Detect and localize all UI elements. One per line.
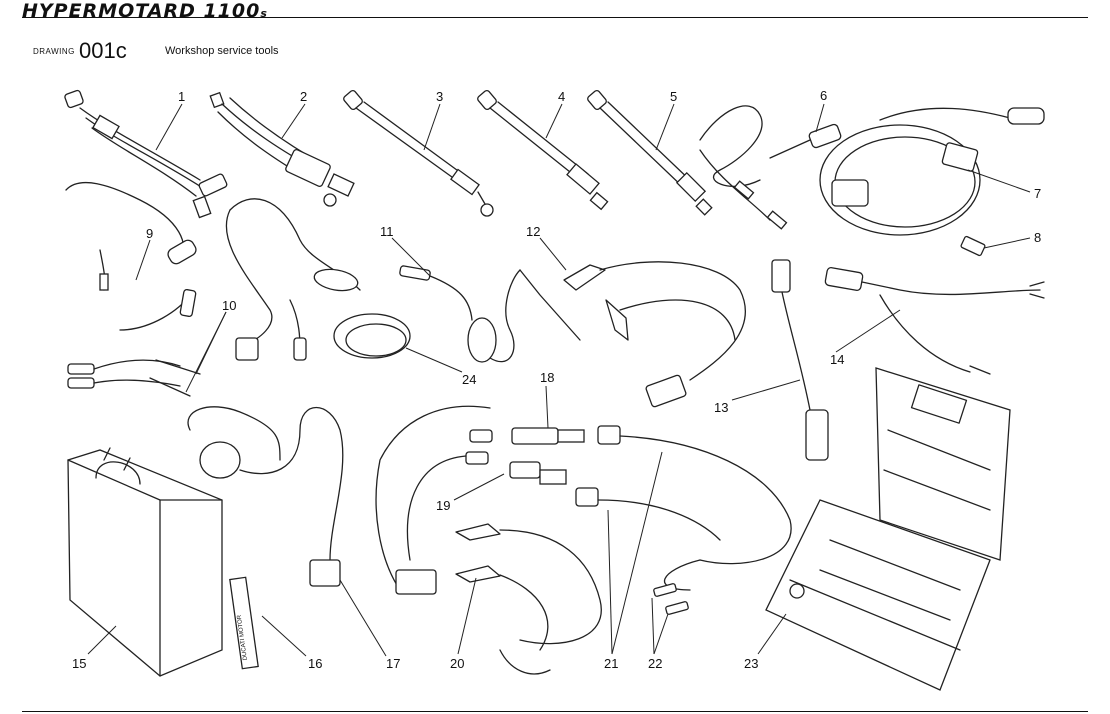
callout-24: 24 (462, 372, 476, 387)
tool-3-probe (343, 89, 494, 217)
brand-suffix: s (260, 7, 268, 20)
callout-numbers: 1 2 3 4 5 6 7 8 9 10 11 12 13 14 15 16 1… (72, 88, 1041, 671)
callout-20: 20 (450, 656, 464, 671)
brand-logo: HYPERMOTARD 1100s (22, 0, 268, 22)
callout-14: 14 (830, 352, 844, 367)
tool-17-cable (187, 406, 344, 587)
callout-6: 6 (820, 88, 827, 103)
callout-1: 1 (178, 89, 185, 104)
callout-7: 7 (1034, 186, 1041, 201)
callout-23: 23 (744, 656, 758, 671)
tool-10-clip-leads (67, 359, 201, 397)
top-rule (22, 17, 1088, 18)
callout-5: 5 (670, 89, 677, 104)
tool-21-cable (575, 425, 792, 591)
tool-15-carry-case (67, 447, 223, 677)
tool-2-adapter-cable (209, 91, 355, 207)
drawing-label: DRAWING (33, 47, 75, 56)
callout-4: 4 (558, 89, 565, 104)
callout-21: 21 (604, 656, 618, 671)
tool-9-lead (65, 182, 197, 331)
callout-22: 22 (648, 656, 662, 671)
callout-3: 3 (436, 89, 443, 104)
callout-18: 18 (540, 370, 554, 385)
tool-23-tool-case (765, 367, 1011, 691)
callout-16: 16 (308, 656, 322, 671)
tool-5-probe (587, 89, 713, 216)
tool-18-adapter (375, 405, 585, 591)
tool-19-adapter (395, 451, 567, 595)
tool-13-lead (771, 259, 829, 461)
drawing-title: Workshop service tools (165, 45, 279, 57)
tool-14-lead (824, 266, 1045, 375)
tool-6-test-lead (699, 105, 842, 230)
tool-8-fitting (960, 235, 986, 257)
tool-20-clip-lead (455, 523, 602, 675)
brand-text: HYPERMOTARD 1100 (22, 0, 261, 22)
tool-7-diagnostic-cable (819, 107, 1045, 236)
tool-12-crocodile-clips (563, 261, 746, 408)
callout-9: 9 (146, 226, 153, 241)
bottom-rule (22, 711, 1088, 712)
leader-lines (87, 103, 1031, 657)
callout-8: 8 (1034, 230, 1041, 245)
callout-17: 17 (386, 656, 400, 671)
tool-1-adapter-cable (64, 89, 228, 219)
tool-24-cable-harness (225, 198, 411, 361)
tool-22-terminals (653, 583, 689, 615)
callout-19: 19 (436, 498, 450, 513)
callout-2: 2 (300, 89, 307, 104)
drawing-code: 001c (79, 38, 127, 63)
callout-11: 11 (380, 224, 394, 239)
tool-11-probe-lead (399, 265, 581, 363)
callout-12: 12 (526, 224, 540, 239)
callout-13: 13 (714, 400, 728, 415)
callout-15: 15 (72, 656, 86, 671)
tool-16-tag: DUCATI MOTOR (229, 576, 259, 670)
tool-4-probe (477, 89, 609, 211)
callout-10: 10 (222, 298, 236, 313)
